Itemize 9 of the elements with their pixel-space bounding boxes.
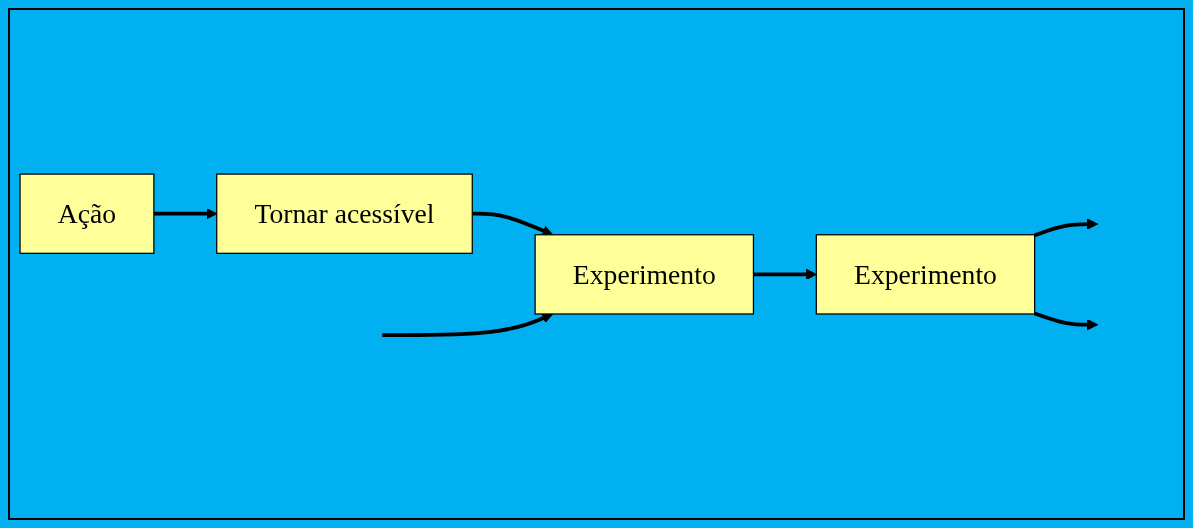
arrow xyxy=(472,211,553,236)
node-box: Ação xyxy=(19,173,155,254)
arrow xyxy=(1034,218,1098,238)
node-box: Experimento xyxy=(815,234,1036,315)
node-box: Tornar acessível xyxy=(216,173,473,254)
arrow xyxy=(1034,311,1098,331)
arrow xyxy=(382,312,553,337)
arrow xyxy=(753,268,817,280)
node-box: Experimento xyxy=(534,234,755,315)
